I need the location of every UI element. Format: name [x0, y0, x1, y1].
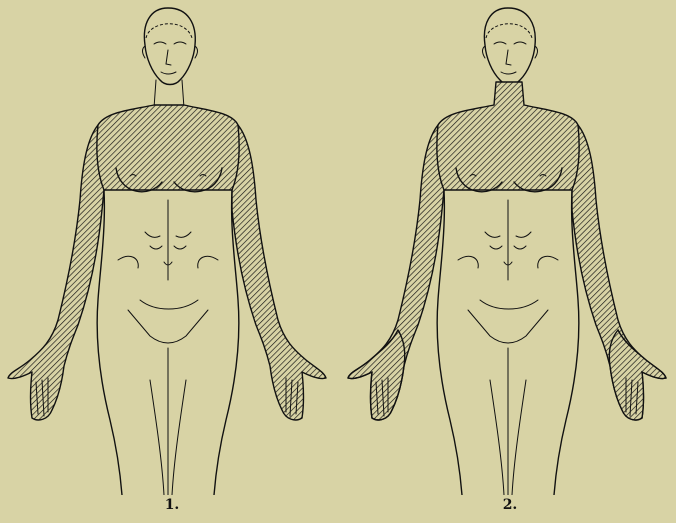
hatched-left-arm: [8, 125, 104, 420]
figure-1-caption: 1.: [152, 497, 192, 513]
hatched-neck-chest: [431, 82, 581, 190]
figure-2-caption: 2.: [490, 497, 530, 513]
hatched-right-arm: [232, 125, 326, 420]
head: [483, 8, 538, 85]
figure-1-body-diagram: [0, 0, 336, 495]
figure-2-body-diagram: [340, 0, 676, 495]
head: [143, 8, 198, 85]
hatched-right-hand: [609, 330, 666, 420]
